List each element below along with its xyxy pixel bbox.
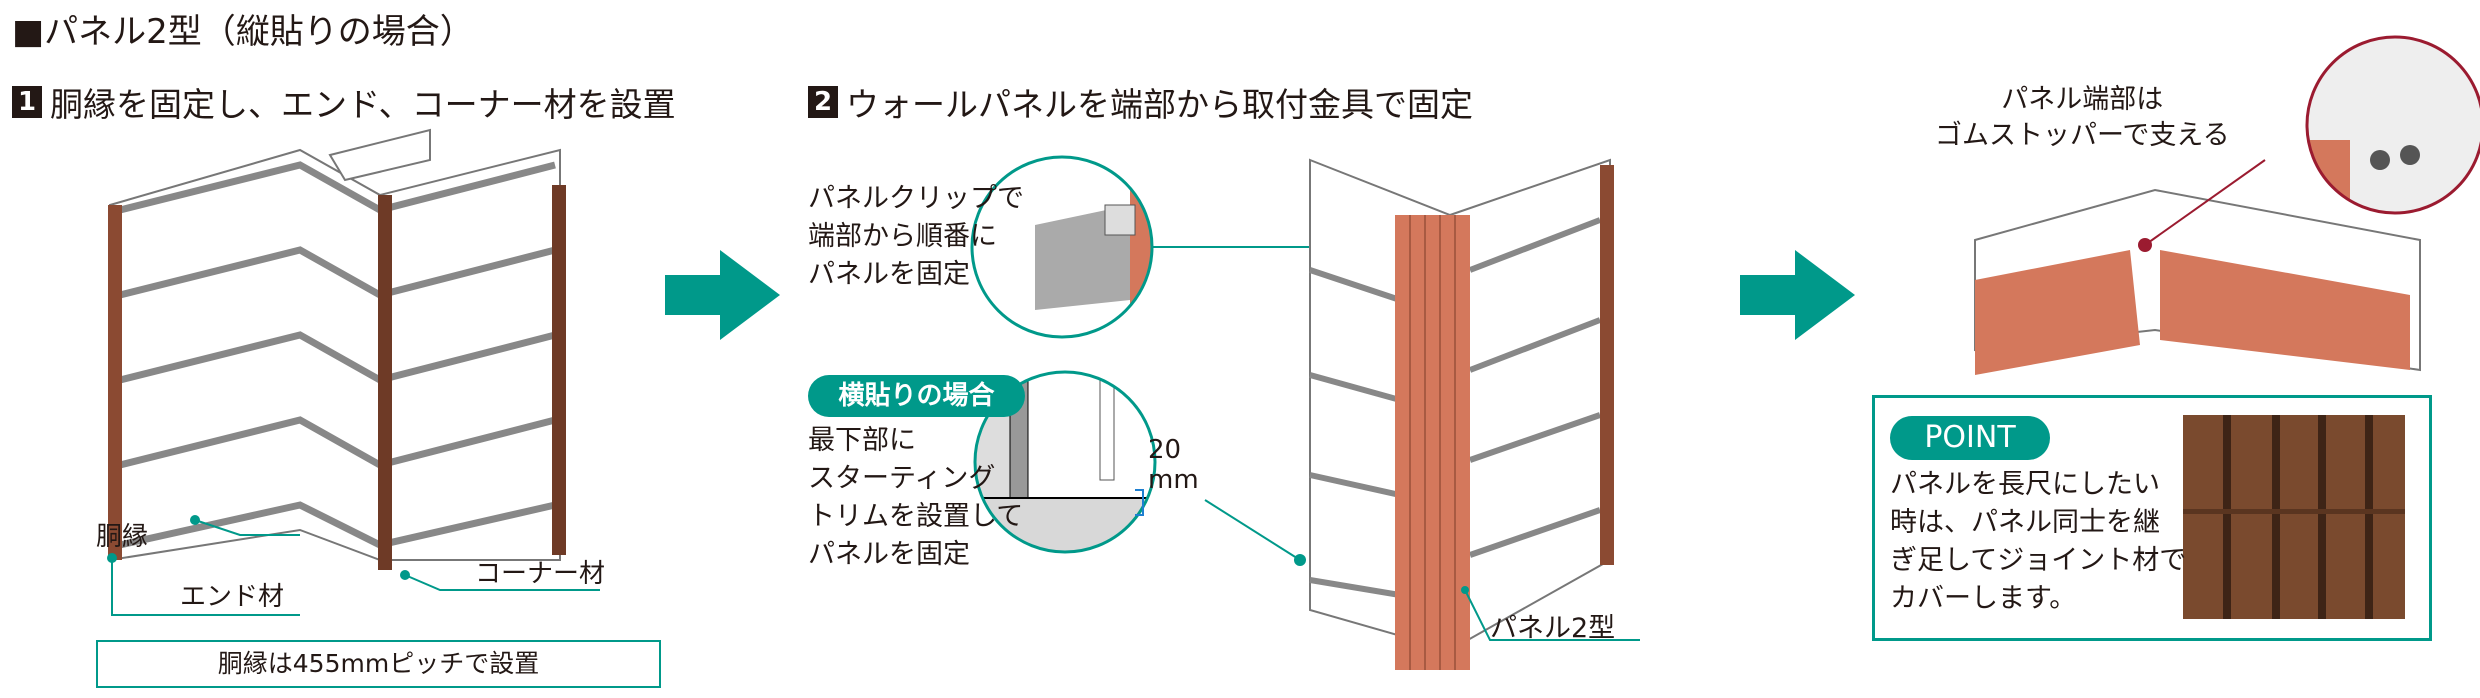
panel-type-label: パネル2型 <box>1490 613 1616 644</box>
dimension-label: 20 mm <box>1148 435 1199 495</box>
text-line: ゴムストッパーで支える <box>1935 120 2230 151</box>
furring-pitch-note: 胴縁は455mmピッチで設置 <box>96 640 661 688</box>
dimension-value: 20 <box>1148 435 1182 465</box>
text-line: 端部から順番に <box>808 221 997 252</box>
text-line: スターティング <box>808 463 996 494</box>
starting-trim-detail-circle <box>973 370 1306 566</box>
text-line: パネルを長尺にしたい <box>1890 469 2160 500</box>
stopper-detail-circle <box>2305 35 2480 215</box>
horizontal-case-badge: 横貼りの場合 <box>808 375 1025 417</box>
text-line: 時は、パネル同士を継 <box>1890 507 2160 538</box>
page-title: ■パネル2型（縦貼りの場合） <box>12 12 474 52</box>
furring-frame-illustration <box>107 128 600 616</box>
dimension-unit: mm <box>1148 465 1199 495</box>
text-line: トリムを設置して <box>808 501 1024 532</box>
arrow-right-icon <box>1740 250 1855 340</box>
panel-wall-illustration <box>1309 158 1640 670</box>
point-description: パネルを長尺にしたい 時は、パネル同士を継 ぎ足してジョイント材で カバーします… <box>1890 466 2186 618</box>
step2-heading-text: ウォールパネルを端部から取付金具で固定 <box>846 85 1473 124</box>
text-line: パネル端部は <box>2001 84 2164 115</box>
furring-label: 胴縁 <box>96 522 149 552</box>
stopper-description: パネル端部は ゴムストッパーで支える <box>1935 82 2230 154</box>
text-line: ぎ足してジョイント材で <box>1890 545 2187 576</box>
text-line: パネルクリップで <box>808 183 1024 214</box>
arrow-right-icon <box>665 250 780 340</box>
step1-heading-text: 胴縁を固定し、エンド、コーナー材を設置 <box>50 85 676 124</box>
joint-wood-photo <box>2183 415 2405 619</box>
step-number: 1 <box>12 86 42 118</box>
text-line: カバーします。 <box>1890 583 2077 614</box>
horizontal-description: 最下部に スターティング トリムを設置して パネルを固定 <box>808 422 1023 574</box>
end-material-label: エンド材 <box>180 582 285 612</box>
stopper-wall-illustration <box>1974 159 2421 375</box>
text-line: パネルを固定 <box>808 259 970 290</box>
corner-material-label: コーナー材 <box>475 559 606 589</box>
text-line: パネルを固定 <box>808 539 970 570</box>
point-box <box>1872 395 2432 641</box>
step-number: 2 <box>808 86 838 118</box>
point-badge: POINT <box>1890 416 2050 460</box>
clip-detail-circle <box>970 155 1386 339</box>
clip-description: パネルクリップで 端部から順番に パネルを固定 <box>808 180 1024 294</box>
text-line: 最下部に <box>808 425 916 456</box>
